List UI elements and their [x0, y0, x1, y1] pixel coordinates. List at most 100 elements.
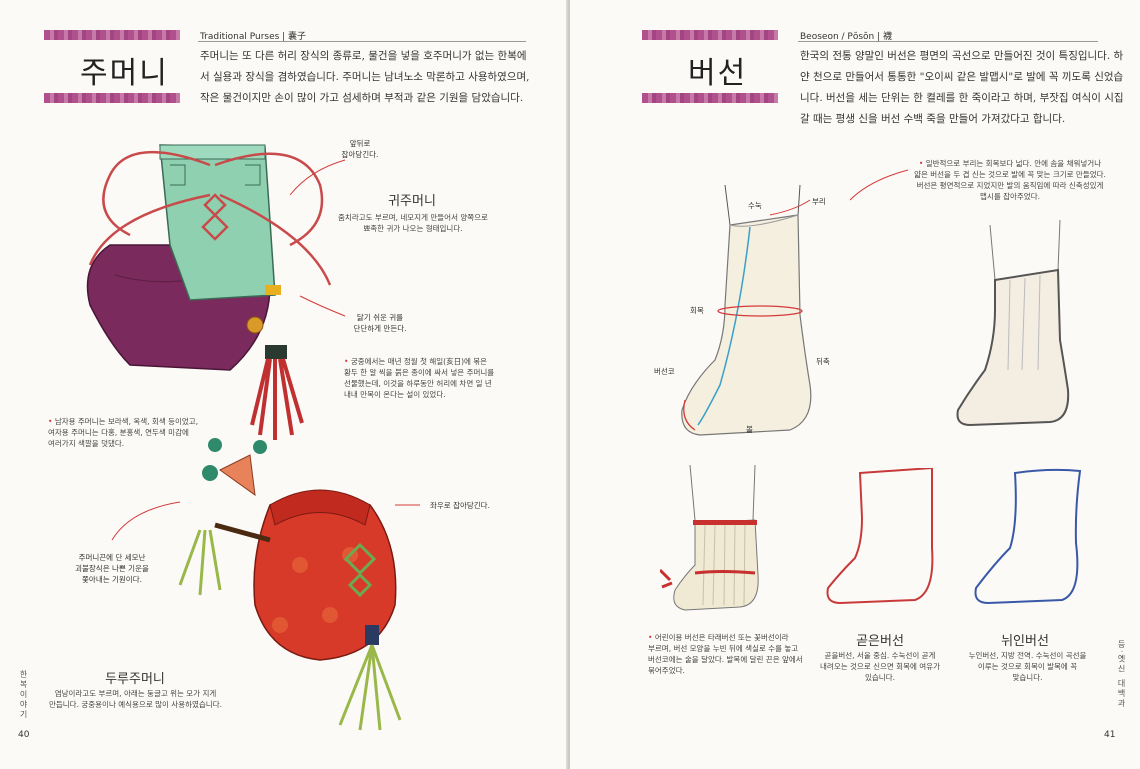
intro-line: 한국의 전통 양말인 버선은 평면의 곡선으로 만들어진 것이 특징입니다. 하 [800, 50, 1124, 62]
note-line: 궁중에서는 매년 정월 첫 해일(亥日)에 볶은 [350, 357, 488, 366]
note-line: 버선코에는 술을 달았다. 발목에 달린 끈은 앞에서 [648, 655, 803, 664]
caption-line: 줌치라고도 부르며, 네모지게 만들어서 양쪽으로 [338, 213, 488, 222]
caption-line: 내려오는 것으로 신으면 회목에 여유가 [820, 662, 940, 671]
intro-line: 주머니는 또 다른 허리 장식의 종류로, 물건을 넣을 호주머니가 없는 한복… [200, 50, 527, 62]
child-toe-tassel [660, 568, 673, 589]
label-line: 잡아당긴다. [341, 150, 379, 159]
label-line: 괴불장식은 나쁜 기운을 [75, 564, 149, 573]
note-line: 여러가지 색깔을 덧댔다. [48, 439, 125, 448]
intro-text: 한국의 전통 양말인 버선은 평면의 곡선으로 만들어진 것이 특징입니다. 하… [800, 46, 1130, 130]
intro-line: 작은 물건이지만 손이 많이 가고 섬세하며 부적과 같은 기원을 담았습니다. [200, 92, 524, 104]
bullet-icon: • [918, 159, 926, 168]
goteun-text: 곧을버선, 서울 중심. 수눅선이 곧게 내려오는 것으로 신으면 회목에 여유… [810, 650, 950, 683]
corner-patch [265, 285, 281, 295]
note-line: 선물했는데, 이것을 하루동안 허리에 차면 일 년 [344, 379, 492, 388]
knot-ornament-green [343, 542, 377, 598]
leader-charm [111, 501, 181, 541]
color-note: • 남자용 주머니는 보라색, 옥색, 회색 등이었고, 여자용 주머니는 다홍… [48, 416, 238, 449]
intro-line: 갈 때는 평생 신을 버선 수백 죽을 만들어 가져갔다고 합니다. [800, 113, 1066, 125]
leader-corner [299, 295, 346, 317]
label-bol: 볼 [746, 425, 753, 434]
durujumeoni-title: 두루주머니 [105, 672, 165, 687]
toe-marker [683, 399, 696, 431]
tassel-green [338, 644, 402, 731]
pompom [253, 440, 267, 454]
note-line: 황두 한 알 씩을 붉은 종이에 싸서 넣은 주머니를 [344, 368, 495, 377]
page-title: 주머니 [80, 56, 169, 91]
purse-pleats [269, 489, 371, 526]
page-number: 40 [18, 730, 30, 740]
sketch-body [956, 268, 1070, 427]
note-line: 여자용 주머니는 다홍, 분홍색, 연두색 미감에 [48, 428, 189, 437]
label-line: 단단하게 만든다. [353, 324, 407, 333]
intro-line: 서 실용과 장식을 겸하였습니다. 주머니는 남녀노소 막론하고 사용하였으며, [200, 71, 530, 83]
caption-line: 누인버선, 지방 전역. 수눅선이 곡선을 [968, 651, 1087, 660]
leg-outline [689, 465, 756, 521]
intro-line: 얀 천으로 만들어서 통통한 "오이씨 같은 발맵시"로 발에 꼭 끼도록 신었… [800, 71, 1124, 83]
label-dwichuk: 뒤축 [816, 357, 830, 366]
child-beoseon-illustration [660, 465, 759, 611]
hoemok-marker [717, 305, 803, 317]
nwiin-beoseon-outline [974, 468, 1082, 605]
nwiin-title: 뉘인버선 [1001, 634, 1049, 649]
caption-line: 있습니다. [865, 673, 895, 682]
left-page: 주머니 Traditional Purses | 囊子 주머니는 또 다른 허리… [0, 0, 568, 769]
child-note: • 어린이용 버선은 타래버선 또는 꽃버선이라 부르며, 버선 모양을 누빈 … [648, 632, 828, 676]
tassel-cap [265, 345, 287, 359]
gwijumeoni-title: 귀주머니 [388, 194, 436, 209]
intro-line: 니다. 버선을 세는 단위는 한 켤레를 한 죽이라고 하며, 부잣집 여식이 … [800, 92, 1124, 104]
subtitle-rule [198, 41, 526, 42]
note-line: 맵시를 잡아주었다. [980, 192, 1040, 201]
note-line: 어린이용 버선은 타래버선 또는 꽃버선이라 [654, 633, 789, 642]
sketch-folds [1007, 274, 1041, 371]
durujumeoni-illustration [178, 438, 402, 731]
triangle-charm [219, 454, 256, 497]
note-line: 남자용 주머니는 보라색, 옥색, 회색 등이었고, [54, 417, 199, 426]
note-line: 부르며, 버선 모양을 누빈 뒤에 색실로 수를 놓고 [648, 644, 799, 653]
bullet-icon: • [48, 417, 55, 426]
leader-buri [769, 199, 811, 216]
label-beoseonko: 버선코 [654, 367, 675, 376]
intro-text: 주머니는 또 다른 허리 장식의 종류로, 물건을 넣을 호주머니가 없는 한복… [200, 46, 540, 109]
side-running-head: 등·옛신 대백과 [1117, 640, 1126, 710]
right-page: 버선 Beoseon / Pŏsŏn | 襪 한국의 전통 양말인 버선은 평면… [570, 0, 1140, 769]
court-note: • 궁중에서는 매년 정월 첫 해일(亥日)에 볶은 황두 한 알 씩을 붉은 … [344, 356, 544, 400]
label-sunok: 수눅 [748, 201, 762, 210]
dot-pattern [272, 617, 288, 633]
beoseon-sketch [956, 220, 1070, 427]
label-corner: 닳기 쉬운 귀를 단단하게 만든다. [345, 312, 415, 334]
dot-pattern [292, 557, 308, 573]
title-band-top [44, 30, 180, 40]
label-line: 앞뒤로 [349, 139, 371, 148]
caption-line: 맞습니다. [1012, 673, 1043, 682]
caption-line: 곧을버선, 서울 중심. 수눅선이 곧게 [824, 651, 936, 660]
leg-outline [989, 220, 1061, 281]
gwijumeoni-illustration [86, 144, 332, 440]
leader-top-note [849, 169, 909, 201]
note-line: 일반적으로 부리는 회목보다 넓다. 안에 솜을 채워넣거나 [925, 159, 1102, 168]
caption-line: 이루는 것으로 회목이 발목에 꼭 [977, 662, 1078, 671]
caption-line: 만듭니다. 궁중용이나 예식용으로 많이 사용하였습니다. [48, 700, 222, 709]
label-pull: 좌우로 잡아당긴다. [430, 501, 490, 510]
top-note: • 일반적으로 부리는 회목보다 넓다. 안에 솜을 채워넣거나 얇은 버선을 … [900, 158, 1120, 202]
child-ankle-tie [693, 520, 757, 525]
charm-stick [214, 522, 271, 543]
gwijumeoni-text: 줌치라고도 부르며, 네모지게 만들어서 양쪽으로 뾰족한 귀가 나오는 형태입… [328, 212, 498, 234]
bell-ornament [246, 316, 264, 334]
label-line: 쫓아내는 기원이다. [82, 575, 142, 584]
caption-line: 뾰족한 귀가 나오는 형태입니다. [363, 224, 463, 233]
pompom [208, 438, 222, 452]
title-band-bottom [642, 93, 778, 103]
label-line: 주머니끈에 단 세모난 [78, 553, 146, 562]
caption-line: 염낭이라고도 부르며, 아래는 둥글고 위는 모가 지게 [54, 689, 217, 698]
goteun-beoseon-outline [826, 468, 934, 605]
bullet-icon: • [648, 633, 655, 642]
sock-body [681, 214, 812, 436]
label-charm: 주머니끈에 단 세모난 괴불장식은 나쁜 기운을 쫓아내는 기원이다. [62, 552, 162, 585]
label-hoemok: 회목 [690, 306, 704, 315]
goteun-title: 곧은버선 [856, 634, 904, 649]
label-tie: 앞뒤로 잡아당긴다. [340, 138, 380, 160]
sunok-seam [697, 226, 751, 426]
side-running-head: 한복이야기 [19, 670, 28, 720]
